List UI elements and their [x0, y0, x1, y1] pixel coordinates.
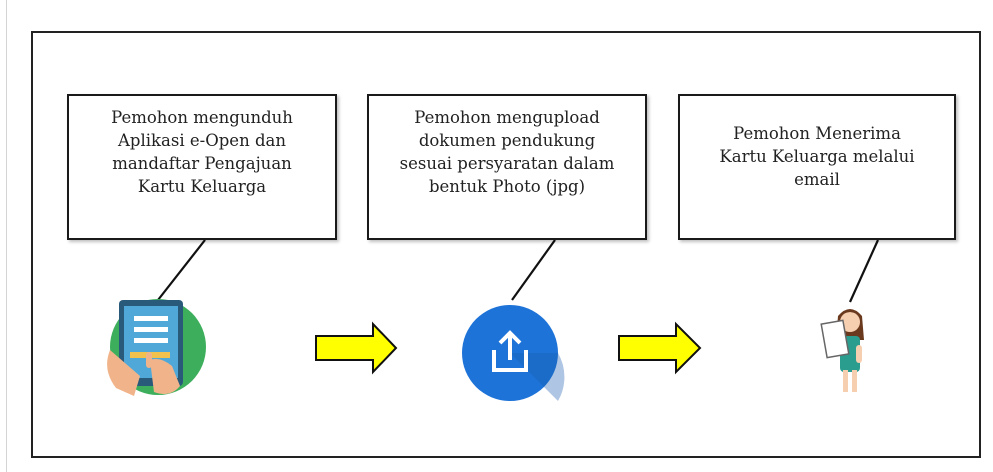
flow-arrow-2: [618, 321, 702, 375]
step-2-text: Pemohon mengupload dokumen pendukung ses…: [399, 108, 615, 196]
left-edge-rule: [6, 0, 7, 472]
connector-line-2: [511, 239, 556, 301]
step-3-text: Pemohon Menerima Kartu Keluarga melalui …: [719, 124, 915, 189]
upload-icon: [462, 305, 565, 401]
flow-arrow-1: [315, 321, 398, 375]
step-1-text: Pemohon mengunduh Aplikasi e-Open dan ma…: [111, 108, 293, 196]
connector-line-1: [157, 239, 206, 301]
tablet-form-icon: [107, 299, 206, 396]
connector-line-3: [848, 239, 880, 303]
step-box-1: Pemohon mengunduh Aplikasi e-Open dan ma…: [67, 94, 337, 240]
step-box-3: Pemohon Menerima Kartu Keluarga melalui …: [678, 94, 956, 240]
woman-document-icon: [820, 309, 864, 392]
step-box-2: Pemohon mengupload dokumen pendukung ses…: [367, 94, 647, 240]
